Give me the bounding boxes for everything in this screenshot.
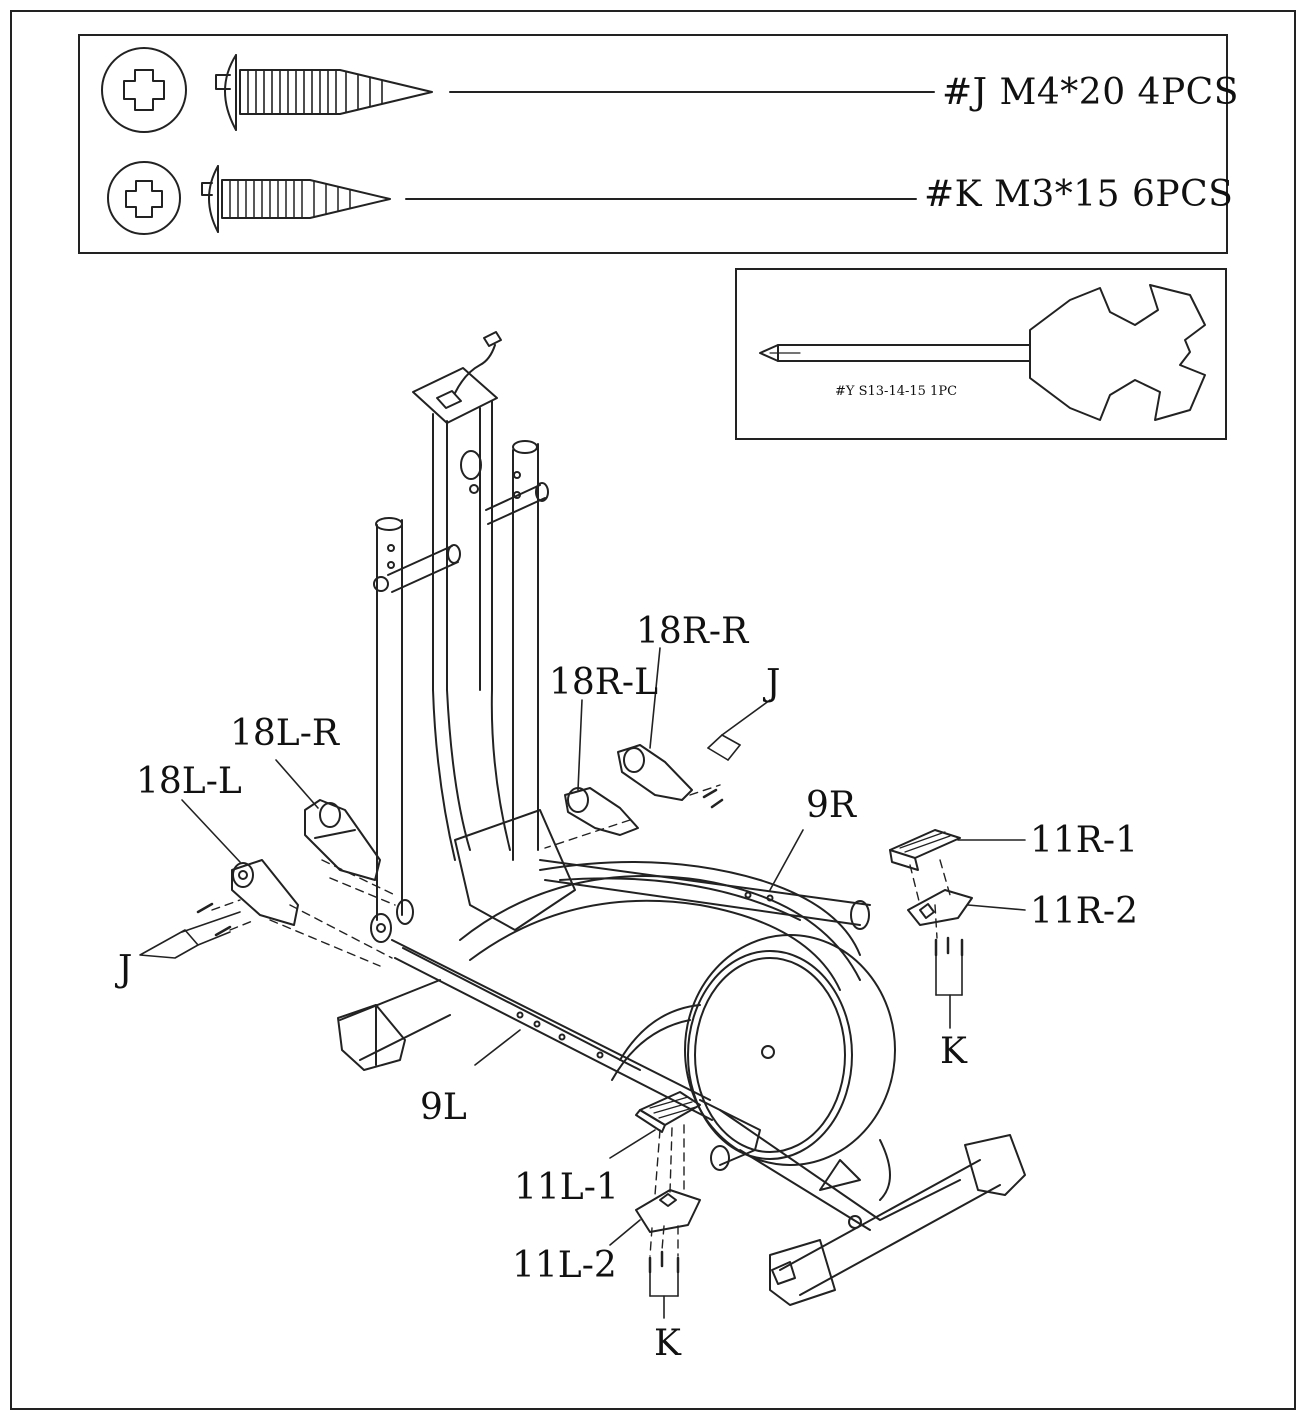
pedal-11l-2-drawing — [635, 1189, 701, 1233]
label-9l: 9L — [420, 1087, 467, 1128]
bracket-18l-r-drawing — [304, 799, 381, 881]
label-11r-1: 11R-1 — [1030, 820, 1138, 861]
page-frame — [10, 10, 1296, 1410]
wrench-screwdriver-icon — [759, 284, 1206, 421]
label-j-right: J — [766, 663, 781, 704]
screw-j-side-icon — [215, 54, 433, 131]
label-j-left: J — [118, 949, 133, 990]
pedal-11r-2-drawing — [907, 889, 973, 926]
pedal-11r-1-drawing — [889, 829, 961, 871]
screw-j-left-drawing — [196, 902, 232, 937]
label-18r-l: 18R-L — [549, 662, 658, 703]
hardware-label-j: #J M4*20 4PCS — [942, 72, 1239, 113]
label-18l-r: 18L-R — [230, 713, 339, 754]
tool-label: #Y S13-14-15 1PC — [835, 384, 958, 399]
label-11r-2: 11R-2 — [1030, 891, 1138, 932]
screw-k-side-icon — [201, 165, 391, 233]
screws-k-bottom-drawing — [648, 1250, 680, 1274]
phillips-screw-icon — [101, 47, 187, 133]
bracket-18r-r-drawing — [617, 744, 693, 801]
label-11l-2: 11L-2 — [512, 1245, 617, 1286]
callout-leader-lines — [139, 647, 1026, 1319]
assembly-dashed-lines — [211, 784, 951, 1257]
label-11l-1: 11L-1 — [514, 1167, 619, 1208]
label-18l-l: 18L-L — [136, 761, 242, 802]
hardware-list-box — [78, 34, 1228, 254]
bracket-18l-l-drawing — [231, 859, 299, 926]
bracket-18r-l-drawing — [564, 787, 639, 836]
phillips-screw-icon — [107, 161, 181, 235]
tool-box — [735, 268, 1227, 440]
screws-k-right-drawing — [934, 936, 964, 957]
elliptical-frame-drawing — [337, 331, 1026, 1306]
label-k-right: K — [940, 1031, 967, 1072]
label-k-bottom: K — [654, 1323, 681, 1364]
label-18r-r: 18R-R — [636, 611, 749, 652]
screw-j-right-drawing — [702, 788, 724, 809]
hardware-label-k: #K M3*15 6PCS — [924, 174, 1234, 215]
label-9r: 9R — [806, 785, 857, 826]
